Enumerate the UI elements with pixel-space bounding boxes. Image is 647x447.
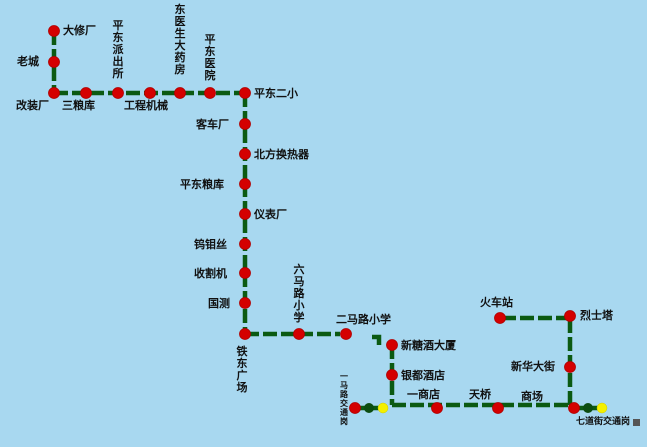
stop-ermaluxiaoxue[interactable] — [340, 328, 352, 340]
label-gaizhuangchang: 改装厂 — [16, 99, 49, 112]
stop-yimajiaotong-transfer-green[interactable] — [364, 403, 374, 413]
label-shougeji: 收割机 — [194, 267, 227, 280]
label-yindujiudian: 银都酒店 — [401, 369, 445, 382]
route-segment-ermalu-bend — [372, 334, 382, 345]
stop-yimajiaotong[interactable] — [349, 402, 361, 414]
stop-shangchang[interactable] — [568, 402, 580, 414]
label-laocheng: 老城 — [17, 55, 39, 68]
label-guoce: 国测 — [208, 297, 230, 310]
stop-xinhuadajie[interactable] — [564, 361, 576, 373]
stop-xintangjiudasha[interactable] — [386, 339, 398, 351]
stop-pingdongyiyuan[interactable] — [204, 87, 216, 99]
label-pingdongpaichusuo: 平东派出所 — [112, 19, 124, 80]
label-daxiuchang: 大修厂 — [63, 24, 96, 37]
label-lieshita: 烈士塔 — [580, 309, 613, 322]
stop-yishangdian[interactable] — [431, 402, 443, 414]
stop-dongyishengdayaofang[interactable] — [174, 87, 186, 99]
stop-yindujiudian[interactable] — [386, 369, 398, 381]
stop-lieshita[interactable] — [564, 310, 576, 322]
corner-marker — [633, 419, 640, 426]
stop-gaizhuangchang[interactable] — [48, 87, 60, 99]
label-wumusi: 钨钼丝 — [194, 238, 227, 251]
label-tianqiao: 天桥 — [469, 388, 491, 401]
stop-liumaluxiaoxue[interactable] — [293, 328, 305, 340]
label-pingdongyiyuan: 平东医院 — [204, 33, 216, 82]
label-pingdongliangku: 平东粮库 — [180, 178, 224, 191]
stop-pingdongpaichusuo[interactable] — [112, 87, 124, 99]
label-qidaojiejiaotong: 七道街交通岗 — [576, 417, 631, 427]
stop-yimajiaotong-transfer-yellow[interactable] — [377, 402, 389, 414]
stop-kechechang[interactable] — [239, 118, 251, 130]
stop-sanliangku[interactable] — [80, 87, 92, 99]
stop-gongchengjixie[interactable] — [144, 87, 156, 99]
stop-yibiaochang[interactable] — [239, 208, 251, 220]
label-huochezhan: 火车站 — [480, 296, 513, 309]
label-gongchengjixie: 工程机械 — [124, 99, 168, 112]
label-beifanghuanreqi: 北方换热器 — [254, 148, 309, 161]
label-yibiaochang: 仪表厂 — [254, 208, 287, 221]
stop-daxiuchang[interactable] — [48, 25, 60, 37]
stop-guoce[interactable] — [239, 297, 251, 309]
label-kechechang: 客车厂 — [196, 118, 229, 131]
stop-qidao-transfer-yellow[interactable] — [596, 402, 608, 414]
stop-pingdongliangku[interactable] — [239, 178, 251, 190]
label-tiedongguangchang: 铁东广场 — [236, 345, 248, 394]
label-xintangjiudasha: 新糖酒大厦 — [401, 339, 456, 352]
stop-tianqiao[interactable] — [492, 402, 504, 414]
label-pingdongerxiao: 平东二小 — [254, 87, 298, 100]
label-liumaluxiaoxue: 六马路小学 — [293, 263, 305, 324]
stop-beifanghuanreqi[interactable] — [239, 148, 251, 160]
stop-huochezhan[interactable] — [494, 312, 506, 324]
label-xinhuadajie: 新华大街 — [511, 360, 555, 373]
stop-shougeji[interactable] — [239, 267, 251, 279]
stop-pingdongerxiao[interactable] — [239, 87, 251, 99]
label-yishangdian: 一商店 — [407, 388, 440, 401]
stop-qidao-transfer-green[interactable] — [583, 403, 593, 413]
stop-tiedongguangchang[interactable] — [239, 328, 251, 340]
stop-laocheng[interactable] — [48, 56, 60, 68]
stop-wumusi[interactable] — [239, 238, 251, 250]
label-shangchang: 商场 — [521, 390, 543, 403]
label-sanliangku: 三粮库 — [62, 99, 95, 112]
label-ermaluxiaoxue: 二马路小学 — [336, 313, 391, 326]
label-dongyishengdayaofang: 东医生大药房 — [174, 3, 186, 76]
label-yimajiaotong: 一马路交通岗 — [340, 372, 348, 426]
